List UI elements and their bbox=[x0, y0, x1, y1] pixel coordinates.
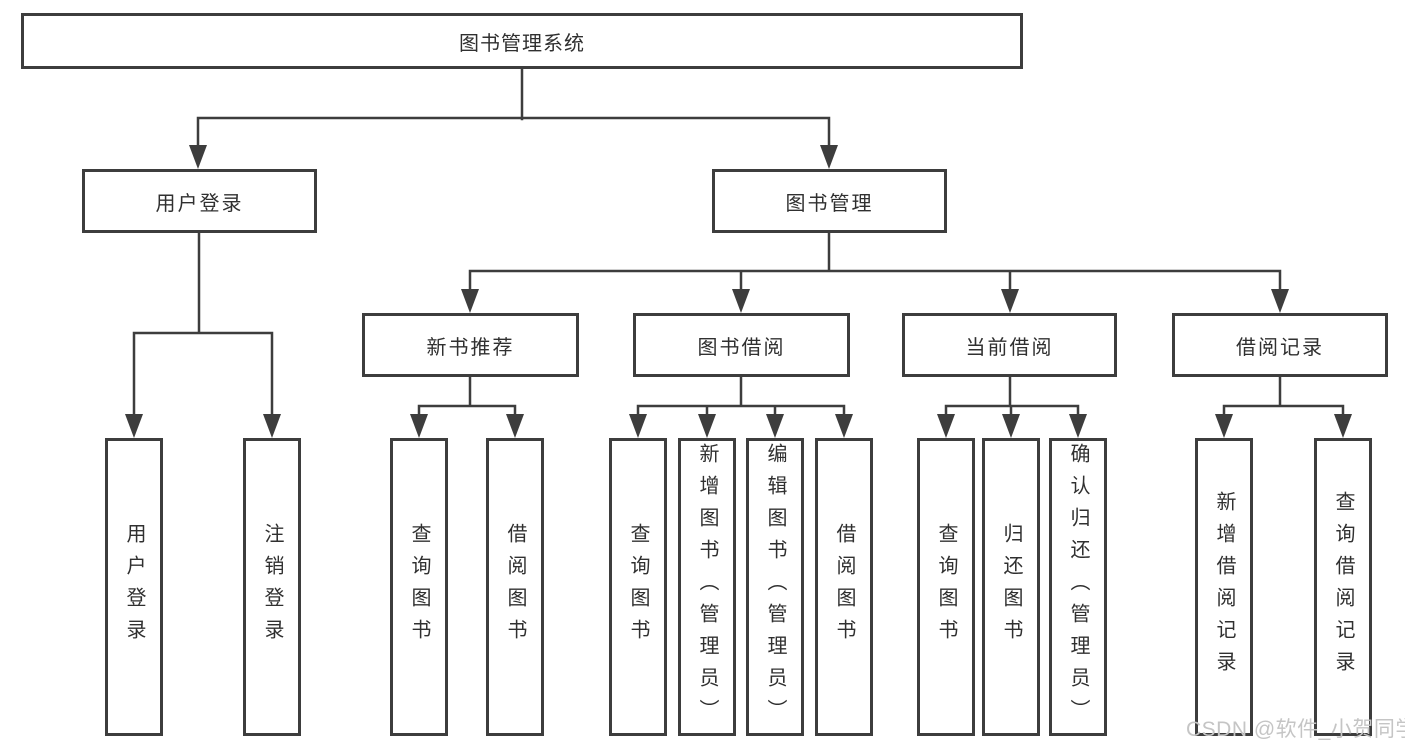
leaf-edit-book-admin: 编辑图书（管理员） bbox=[746, 438, 804, 736]
leaf-confirm-return-admin: 确认归还（管理员） bbox=[1049, 438, 1107, 736]
leaf-logout: 注销登录 bbox=[243, 438, 301, 736]
arrowheads-new-books-leaves bbox=[410, 414, 524, 438]
connector-book-management-to-level2 bbox=[468, 231, 1282, 293]
leaf-query-books-3: 查询图书 bbox=[917, 438, 975, 736]
connector-root-to-level1 bbox=[196, 67, 831, 149]
arrowheads-level1 bbox=[189, 145, 838, 169]
node-root: 图书管理系统 bbox=[21, 13, 1023, 69]
node-current-borrow: 当前借阅 bbox=[902, 313, 1117, 377]
arrowheads-book-borrow-leaves bbox=[629, 414, 853, 438]
node-new-book-recommend: 新书推荐 bbox=[362, 313, 579, 377]
leaf-add-book-admin: 新增图书（管理员） bbox=[678, 438, 736, 736]
arrowheads-user-login-leaves bbox=[125, 414, 281, 438]
node-user-login: 用户登录 bbox=[82, 169, 317, 233]
leaf-query-books-2: 查询图书 bbox=[609, 438, 667, 736]
leaf-add-borrow-record: 新增借阅记录 bbox=[1195, 438, 1253, 736]
leaf-return-book: 归还图书 bbox=[982, 438, 1040, 736]
leaf-borrow-books-2: 借阅图书 bbox=[815, 438, 873, 736]
node-book-borrow: 图书借阅 bbox=[633, 313, 850, 377]
arrowheads-current-borrow-leaves bbox=[937, 414, 1087, 438]
arrowheads-level2 bbox=[461, 289, 1289, 313]
connector-new-books-to-leaves bbox=[417, 375, 517, 418]
node-borrow-records: 借阅记录 bbox=[1172, 313, 1388, 377]
leaf-query-borrow-record: 查询借阅记录 bbox=[1314, 438, 1372, 736]
leaf-user-login: 用户登录 bbox=[105, 438, 163, 736]
node-book-management: 图书管理 bbox=[712, 169, 947, 233]
connector-borrow-records-to-leaves bbox=[1222, 375, 1345, 418]
leaf-borrow-books-1: 借阅图书 bbox=[486, 438, 544, 736]
arrowheads-borrow-records-leaves bbox=[1215, 414, 1352, 438]
leaf-query-books-1: 查询图书 bbox=[390, 438, 448, 736]
connector-current-borrow-to-leaves bbox=[944, 375, 1080, 418]
watermark: CSDN @软件_小贺同学 bbox=[1186, 718, 1405, 741]
connector-user-login-to-leaves bbox=[132, 231, 274, 418]
connector-book-borrow-to-leaves bbox=[636, 375, 846, 418]
